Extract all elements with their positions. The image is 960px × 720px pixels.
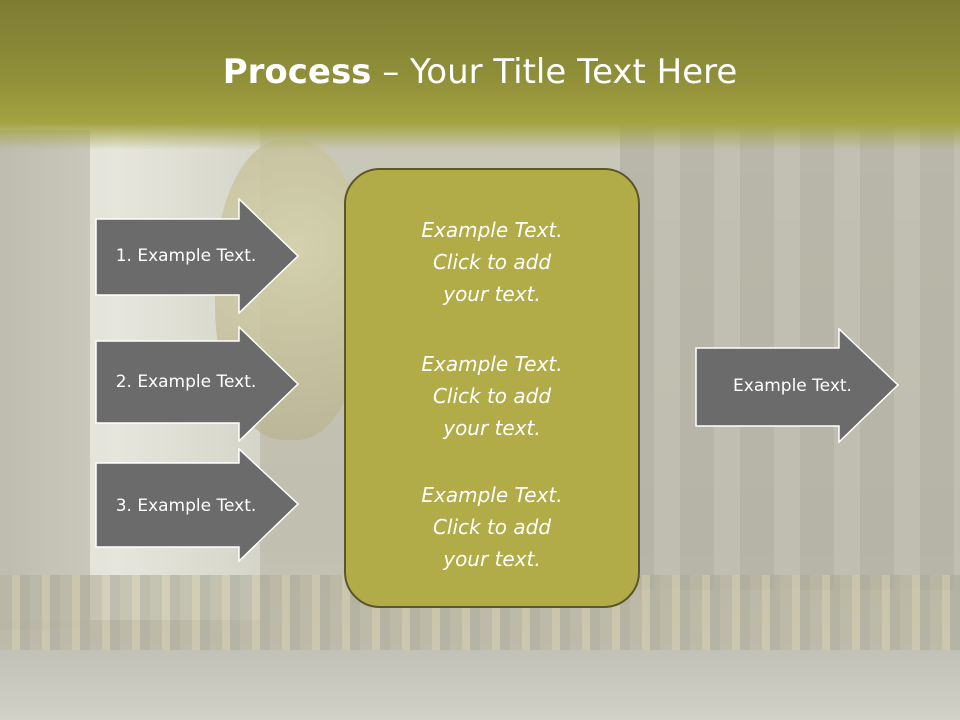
center-text-block-1[interactable]: Example Text. Click to add your text.: [346, 214, 638, 310]
process-arrow-1[interactable]: 1. Example Text.: [95, 198, 300, 314]
background-building-left: [0, 130, 90, 630]
block-line: your text.: [443, 416, 541, 440]
result-arrow-label: Example Text.: [733, 376, 852, 396]
process-arrow-label: 2. Example Text.: [115, 372, 257, 392]
background-street: [0, 650, 960, 720]
process-arrow-3[interactable]: 3. Example Text.: [95, 448, 300, 564]
block-line: Example Text.: [421, 483, 563, 507]
process-arrow-label: 1. Example Text.: [115, 246, 257, 266]
arrow-shape-icon: [95, 326, 300, 442]
block-line: Click to add: [432, 250, 552, 274]
block-line: Example Text.: [421, 218, 563, 242]
block-line: Click to add: [432, 384, 552, 408]
title-rest-part: – Your Title Text Here: [371, 52, 738, 92]
process-arrow-2[interactable]: 2. Example Text.: [95, 326, 300, 442]
block-line: Example Text.: [421, 352, 563, 376]
center-content-box[interactable]: Example Text. Click to add your text. Ex…: [344, 168, 640, 608]
block-line: your text.: [443, 547, 541, 571]
block-line: your text.: [443, 282, 541, 306]
block-line: Click to add: [432, 515, 552, 539]
arrow-shape-icon: [695, 328, 900, 444]
center-text-block-3[interactable]: Example Text. Click to add your text.: [346, 479, 638, 575]
slide-title[interactable]: Process – Your Title Text Here: [0, 52, 960, 92]
arrow-shape-icon: [95, 198, 300, 314]
result-arrow[interactable]: Example Text.: [695, 328, 900, 444]
process-arrow-label: 3. Example Text.: [115, 496, 257, 516]
title-bold-part: Process: [222, 52, 372, 92]
title-band: [0, 0, 960, 150]
arrow-shape-icon: [95, 448, 300, 563]
center-text-block-2[interactable]: Example Text. Click to add your text.: [346, 348, 638, 444]
